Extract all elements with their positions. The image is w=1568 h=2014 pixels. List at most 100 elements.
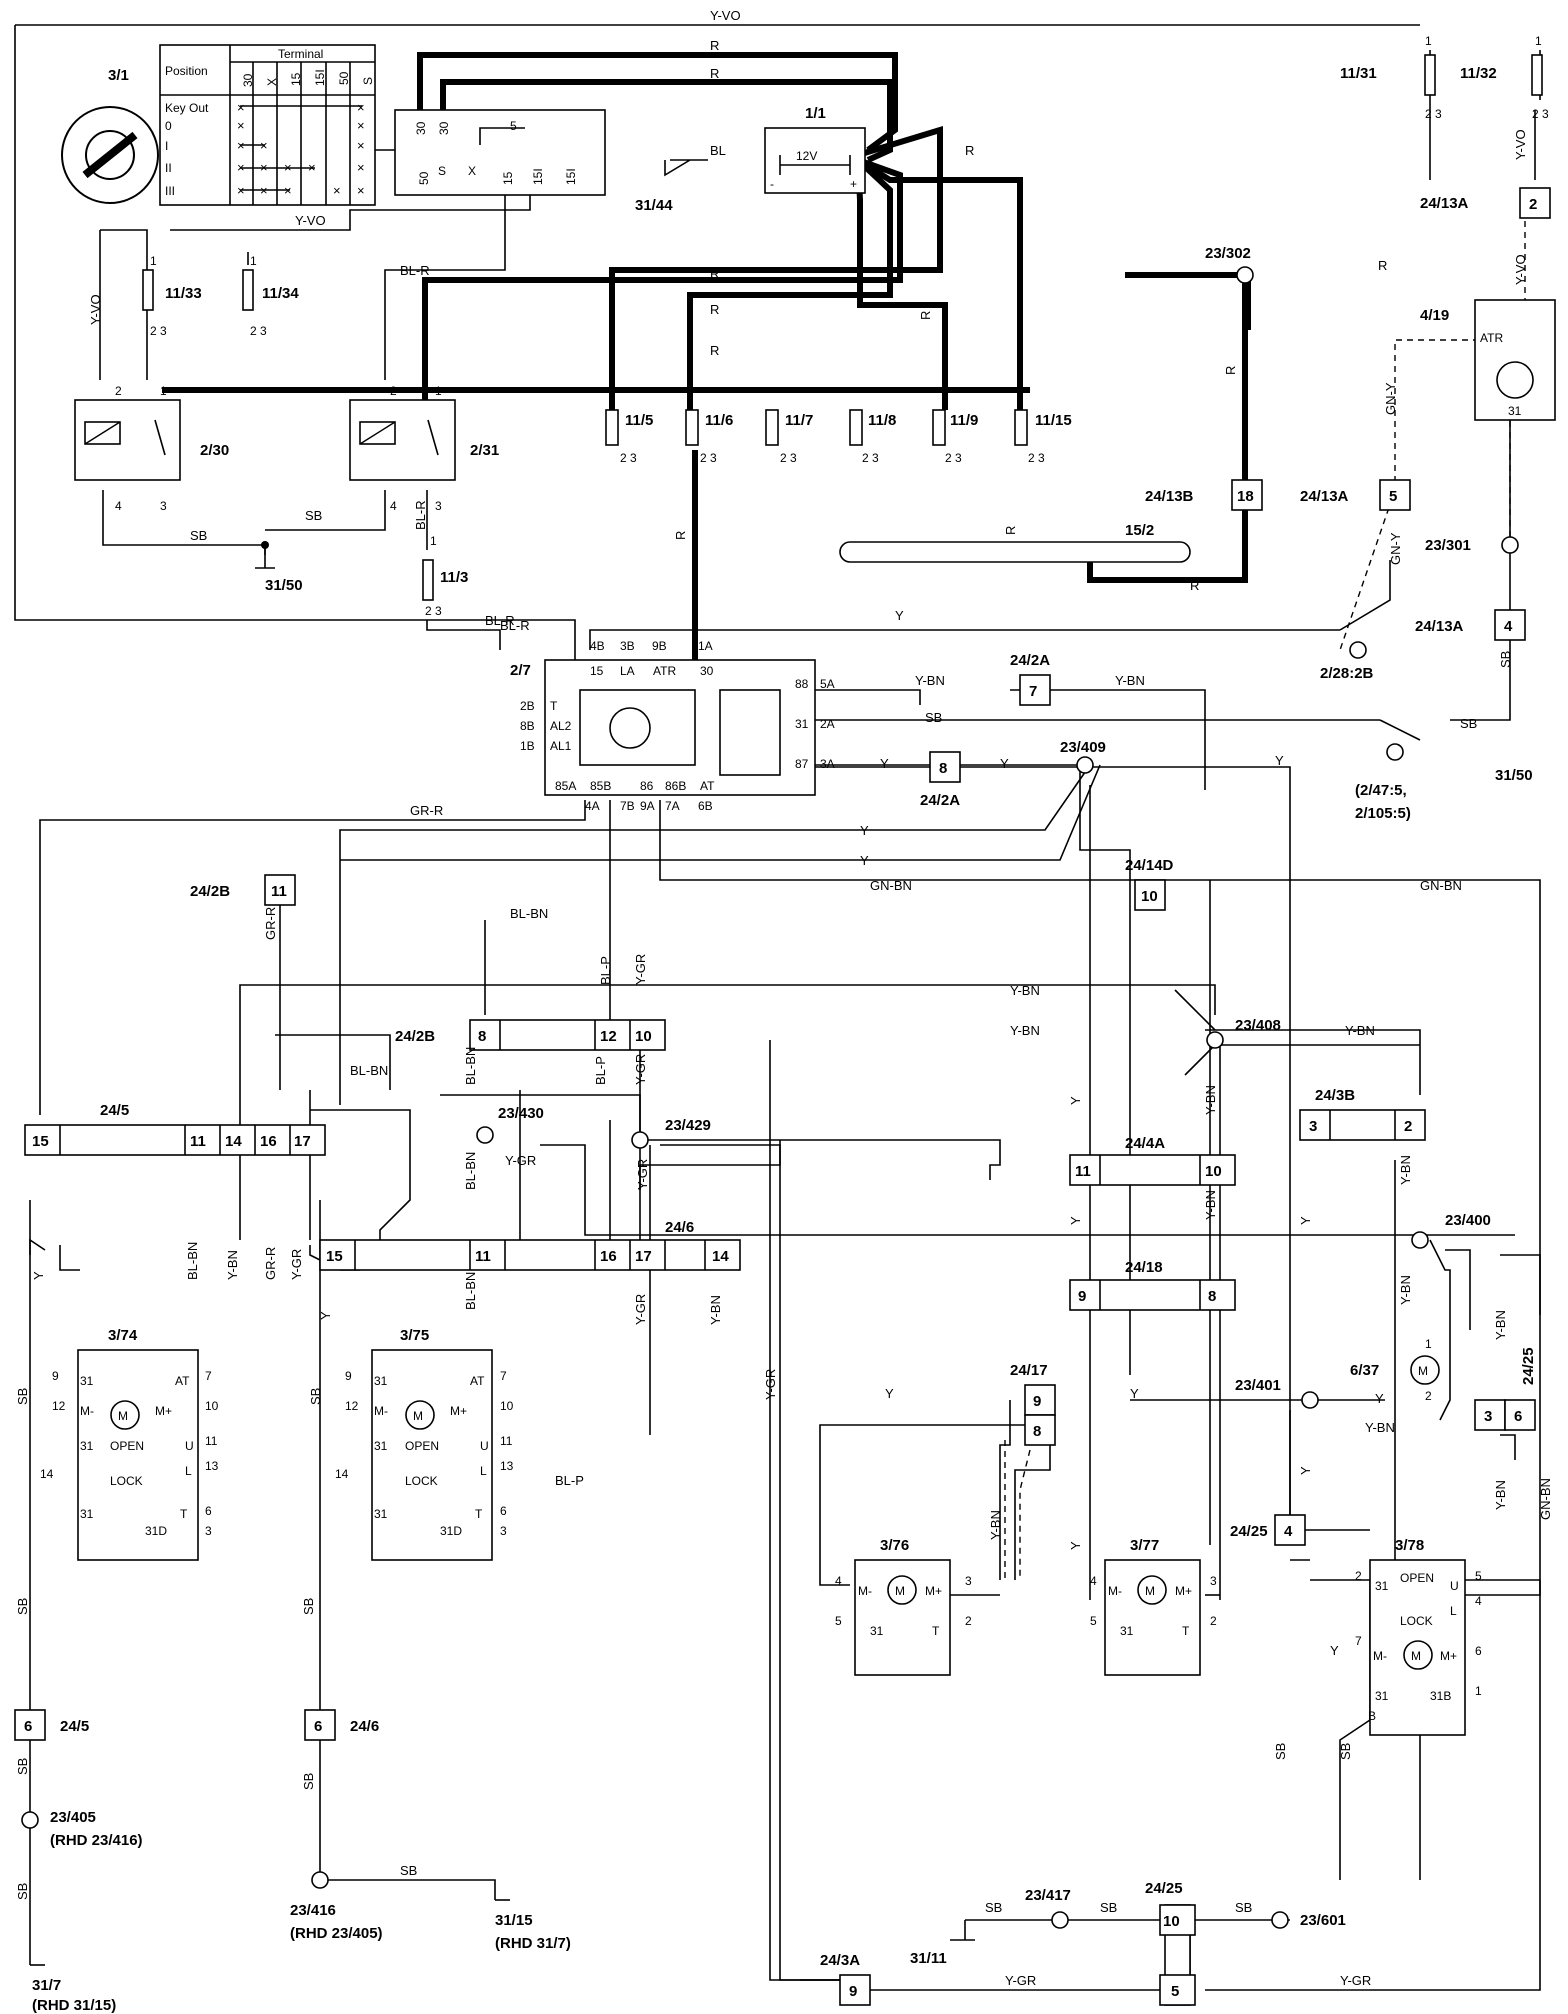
svg-text:OPEN: OPEN <box>1400 1571 1434 1585</box>
fuse-row: 11/5 11/6 11/7 11/8 11/9 11/15 2 3 2 3 2… <box>605 409 1072 465</box>
fuse-11-9-label: 11/9 <box>950 412 978 429</box>
svg-text:3A: 3A <box>820 757 835 771</box>
svg-text:6: 6 <box>205 1504 212 1518</box>
svg-text:Y: Y <box>1130 1386 1139 1401</box>
svg-text:SB: SB <box>305 508 322 523</box>
fuse-11-3-label: 11/3 <box>440 569 468 586</box>
svg-text:L: L <box>1450 1604 1457 1618</box>
fuse-11-34-label: 11/34 <box>262 285 299 302</box>
svg-text:85B: 85B <box>590 779 611 793</box>
fuse-11-3: 1 11/3 2 3 BL-R <box>422 534 515 628</box>
svg-text:13: 13 <box>500 1459 514 1473</box>
table-col-s: S <box>361 77 375 85</box>
svg-text:4: 4 <box>1475 1594 1482 1608</box>
svg-text:M: M <box>413 1409 423 1423</box>
svg-text:T: T <box>475 1507 483 1521</box>
svg-text:Y-BN: Y-BN <box>1398 1155 1413 1185</box>
svg-text:9: 9 <box>1078 1288 1086 1305</box>
svg-text:GN-BN: GN-BN <box>870 878 912 893</box>
conn-24-3b-label: 24/3B <box>1315 1087 1355 1104</box>
svg-text:30: 30 <box>414 121 428 135</box>
svg-text:30: 30 <box>437 121 451 135</box>
svg-text:AT: AT <box>470 1374 485 1388</box>
svg-text:Y-GR: Y-GR <box>633 954 648 985</box>
motor-3-78: 3/78 M 31 OPEN U LOCK L M- M+ 31 31B 2 7… <box>1355 1537 1482 1736</box>
fuse-11-7-label: 11/7 <box>785 412 813 429</box>
svg-text:86B: 86B <box>665 779 686 793</box>
svg-text:U: U <box>480 1439 489 1453</box>
svg-text:11: 11 <box>205 1434 218 1448</box>
svg-text:4: 4 <box>1090 1574 1097 1588</box>
svg-text:ATR: ATR <box>1480 331 1503 345</box>
svg-text:BL-BN: BL-BN <box>463 1047 478 1085</box>
svg-text:Y-GR: Y-GR <box>1340 1973 1371 1988</box>
splice-23-416-label: 23/416 <box>290 1902 336 1919</box>
motor-6-37: M 1 2 6/37 <box>1350 1337 1440 1403</box>
svg-text:M-: M- <box>374 1404 388 1418</box>
ground-31-50-label: 31/50 <box>265 577 303 594</box>
svg-text:7B: 7B <box>620 799 635 813</box>
svg-text:3: 3 <box>1210 1574 1217 1588</box>
relay-2-31: 2 1 4 3 2/31 <box>349 384 499 513</box>
conn-24-18-label: 24/18 <box>1125 1259 1163 1276</box>
svg-text:BL-R: BL-R <box>400 263 430 278</box>
svg-text:8: 8 <box>1208 1288 1216 1305</box>
svg-text:U: U <box>185 1439 194 1453</box>
svg-text:15: 15 <box>326 1248 343 1265</box>
svg-text:Y-BN: Y-BN <box>1115 673 1145 688</box>
svg-text:12: 12 <box>600 1028 617 1045</box>
svg-text:10: 10 <box>635 1028 652 1045</box>
table-col-15i: 15I <box>313 69 327 86</box>
conn-24-25-right-label: 24/25 <box>1520 1347 1537 1385</box>
svg-text:SB: SB <box>1498 651 1513 668</box>
svg-text:7A: 7A <box>665 799 680 813</box>
svg-text:R: R <box>710 66 719 81</box>
svg-text:4: 4 <box>1284 1523 1293 1540</box>
svg-text:Y: Y <box>1298 1216 1313 1225</box>
svg-text:GN-Y: GN-Y <box>1383 382 1398 415</box>
svg-text:14: 14 <box>335 1467 349 1481</box>
svg-text:Y: Y <box>1000 756 1009 771</box>
svg-text:M+: M+ <box>925 1584 942 1598</box>
svg-text:3: 3 <box>1484 1408 1492 1425</box>
svg-text:R: R <box>1378 258 1387 273</box>
svg-text:ATR: ATR <box>653 664 676 678</box>
svg-text:2 3: 2 3 <box>700 451 717 465</box>
svg-text:Y: Y <box>1068 1096 1083 1105</box>
svg-text:5: 5 <box>1090 1614 1097 1628</box>
svg-text:R: R <box>710 266 719 281</box>
svg-text:31D: 31D <box>145 1524 167 1538</box>
svg-text:BL-BN: BL-BN <box>463 1152 478 1190</box>
motor-3-77: 3/77 M M- M+ 31 T 4 3 5 2 <box>1090 1537 1217 1676</box>
svg-text:R: R <box>1223 366 1238 375</box>
svg-text:SB: SB <box>400 1863 417 1878</box>
svg-text:BL-R: BL-R <box>485 613 515 628</box>
svg-text:R: R <box>710 343 719 358</box>
svg-text:1A: 1A <box>698 639 713 653</box>
conn-24-4a-label: 24/4A <box>1125 1135 1165 1152</box>
svg-text:L: L <box>480 1464 487 1478</box>
svg-text:31: 31 <box>374 1507 388 1521</box>
svg-text:×: × <box>357 183 365 198</box>
svg-text:2: 2 <box>1355 1569 1362 1583</box>
svg-text:50: 50 <box>417 171 431 185</box>
svg-text:SB: SB <box>1338 1743 1353 1760</box>
relay-2-30: 2 1 4 3 2/30 <box>74 384 229 513</box>
ground-31-11-label: 31/11 <box>910 1950 947 1967</box>
svg-text:LA: LA <box>620 664 635 678</box>
svg-text:1: 1 <box>250 254 257 268</box>
motor-3-75: 3/75 M 31 AT M- M+ 31 OPEN U LOCK L 31 T… <box>335 1327 514 1561</box>
svg-text:15: 15 <box>32 1133 49 1150</box>
svg-text:T: T <box>550 699 558 713</box>
svg-text:GN-Y: GN-Y <box>1388 532 1403 565</box>
svg-text:M: M <box>1145 1584 1155 1598</box>
svg-text:AL2: AL2 <box>550 719 572 733</box>
svg-text:2 3: 2 3 <box>862 451 879 465</box>
svg-text:3: 3 <box>160 499 167 513</box>
svg-text:Y-BN: Y-BN <box>1493 1480 1508 1510</box>
svg-text:×: × <box>237 118 245 133</box>
svg-text:2: 2 <box>1210 1614 1217 1628</box>
svg-text:SB: SB <box>1100 1900 1117 1915</box>
svg-text:Y-GR: Y-GR <box>635 1159 650 1190</box>
